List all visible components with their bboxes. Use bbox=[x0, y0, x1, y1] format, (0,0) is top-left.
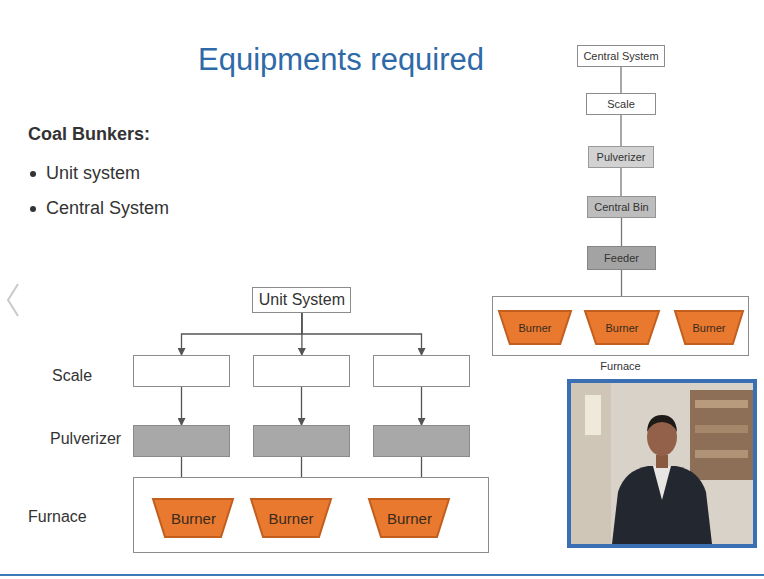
books bbox=[695, 450, 748, 458]
row-label: Pulverizer bbox=[50, 430, 121, 448]
node-text: Central System bbox=[583, 50, 658, 62]
wall-shadow bbox=[571, 383, 611, 544]
burner-trapezoid: Burner bbox=[251, 499, 331, 537]
flow-connector bbox=[421, 387, 422, 425]
row-label: Furnace bbox=[28, 508, 87, 526]
bullet-text: Central System bbox=[46, 198, 169, 219]
node-text: Burner bbox=[268, 510, 313, 527]
bullet-dot bbox=[30, 171, 36, 177]
pulverizer-box bbox=[373, 425, 470, 457]
furnace-caption: Furnace bbox=[493, 360, 748, 372]
flow-connector bbox=[620, 168, 621, 196]
feeder-box: Feeder bbox=[587, 246, 656, 270]
node-text: Feeder bbox=[604, 252, 639, 264]
burner-fill bbox=[499, 311, 571, 344]
books bbox=[695, 400, 748, 408]
row-label: Scale bbox=[52, 367, 92, 385]
pulverizer-box bbox=[133, 425, 230, 457]
presenter-suit bbox=[612, 466, 712, 544]
burner-fill bbox=[675, 311, 743, 344]
node-text: Burner bbox=[692, 322, 725, 334]
section-heading: Coal Bunkers: bbox=[28, 124, 150, 145]
flow-connector bbox=[620, 115, 621, 146]
footer-rule bbox=[0, 574, 764, 576]
bullet-dot bbox=[30, 206, 36, 212]
burner-trapezoid: Burner bbox=[585, 311, 659, 344]
lamp bbox=[585, 395, 601, 435]
process-box: Unit System bbox=[252, 287, 351, 313]
process-box bbox=[133, 355, 230, 387]
node-text: Burner bbox=[518, 322, 551, 334]
process-box bbox=[253, 355, 350, 387]
node-text: Burner bbox=[387, 510, 432, 527]
books bbox=[695, 425, 748, 433]
slide-title: Equipments required bbox=[198, 42, 484, 78]
video-background bbox=[571, 383, 753, 544]
furnace-box: Burner Burner Burner bbox=[133, 477, 489, 553]
burner-trapezoid: Burner bbox=[675, 311, 743, 344]
flow-connector bbox=[621, 270, 622, 296]
burner-fill bbox=[585, 311, 659, 344]
bin-box: Central Bin bbox=[587, 196, 656, 218]
node-text: Burner bbox=[171, 510, 216, 527]
flow-connector bbox=[182, 313, 302, 355]
nav-chevron bbox=[8, 284, 18, 316]
burner-fill bbox=[251, 499, 331, 537]
pulverizer-box: Pulverizer bbox=[588, 146, 654, 168]
node-text: Scale bbox=[607, 98, 635, 110]
flow-connector bbox=[302, 313, 422, 355]
burner-trapezoid: Burner bbox=[369, 499, 449, 537]
presenter-shirt bbox=[653, 466, 671, 500]
bookshelf bbox=[690, 390, 753, 480]
node-text: Burner bbox=[605, 322, 638, 334]
flow-connector bbox=[620, 67, 621, 93]
process-box: Scale bbox=[586, 93, 656, 115]
presenter-hair bbox=[647, 415, 677, 432]
node-text: Pulverizer bbox=[597, 151, 646, 163]
presenter-video bbox=[567, 379, 757, 548]
flow-connector bbox=[181, 387, 182, 425]
node-text: Unit System bbox=[259, 291, 345, 309]
process-box bbox=[373, 355, 470, 387]
burner-trapezoid: Burner bbox=[499, 311, 571, 344]
flow-connector bbox=[301, 387, 302, 425]
presenter-neck bbox=[656, 455, 668, 468]
bullet-text: Unit system bbox=[46, 163, 140, 184]
process-box: Central System bbox=[577, 45, 665, 67]
pulverizer-box bbox=[253, 425, 350, 457]
burner-fill bbox=[153, 499, 233, 537]
video-frame bbox=[567, 379, 757, 548]
burner-trapezoid: Burner bbox=[153, 499, 233, 537]
burner-fill bbox=[369, 499, 449, 537]
node-text: Central Bin bbox=[594, 201, 648, 213]
flow-connector bbox=[621, 218, 622, 246]
furnace-box: FurnaceBurnerBurnerBurner bbox=[492, 296, 749, 356]
